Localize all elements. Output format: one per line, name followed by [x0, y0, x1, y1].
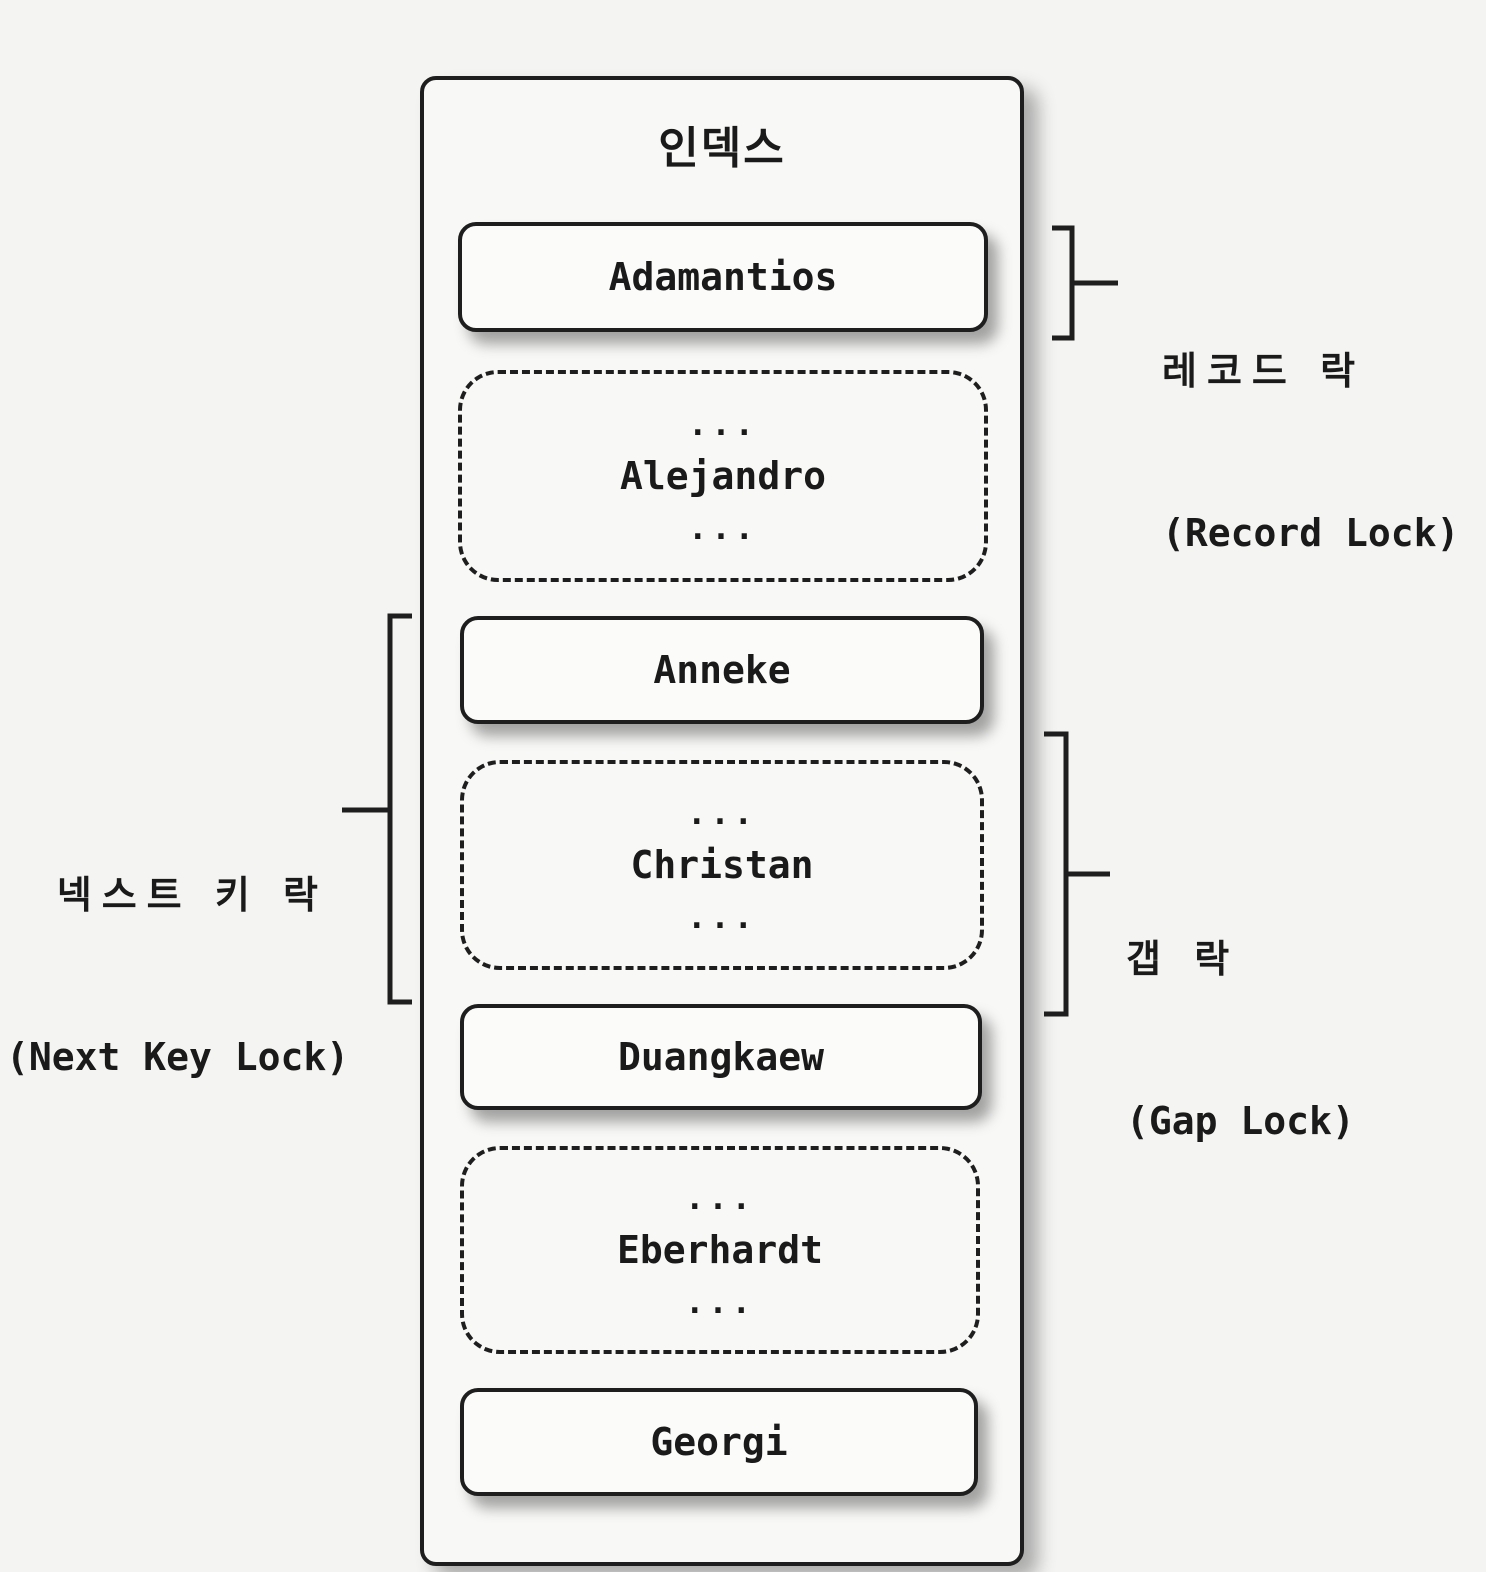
gap-ellipsis-bottom: ... [685, 1283, 755, 1321]
next-key-lock-label: 넥스트 키 락 (Next Key Lock) [6, 760, 350, 1192]
record-lock-bracket [1052, 225, 1118, 341]
record-lock-label: 레코드 락 (Record Lock) [1162, 236, 1459, 668]
gap-ellipsis-bottom: ... [688, 509, 758, 547]
record-adamantios: Adamantios [458, 222, 988, 332]
gap-record-label: Eberhardt [617, 1228, 823, 1272]
gap-ellipsis-top: ... [687, 794, 757, 832]
gap-ellipsis-top: ... [688, 405, 758, 443]
gap-record-label: Alejandro [620, 454, 826, 498]
gap-eberhardt: ... Eberhardt ... [460, 1146, 980, 1354]
gap-ellipsis-top: ... [685, 1179, 755, 1217]
record-duangkaew: Duangkaew [460, 1004, 982, 1110]
record-anneke: Anneke [460, 616, 984, 724]
gap-christan: ... Christan ... [460, 760, 984, 970]
gap-lock-label-en: (Gap Lock) [1126, 1099, 1355, 1143]
gap-alejandro: ... Alejandro ... [458, 370, 988, 582]
record-georgi: Georgi [460, 1388, 978, 1496]
gap-lock-bracket [1044, 731, 1110, 1017]
gap-lock-label-ko: 갭 락 [1126, 937, 1240, 981]
next-key-lock-label-en: (Next Key Lock) [6, 1035, 350, 1079]
gap-record-label: Christan [630, 843, 814, 887]
gap-lock-label: 갭 락 (Gap Lock) [1126, 824, 1355, 1256]
next-key-lock-label-ko: 넥스트 키 락 [56, 873, 328, 917]
record-lock-label-en: (Record Lock) [1162, 511, 1460, 555]
next-key-lock-bracket [342, 613, 412, 1005]
record-lock-label-ko: 레코드 락 [1162, 349, 1366, 393]
index-title: 인덱스 [658, 123, 786, 174]
gap-ellipsis-bottom: ... [687, 898, 757, 936]
